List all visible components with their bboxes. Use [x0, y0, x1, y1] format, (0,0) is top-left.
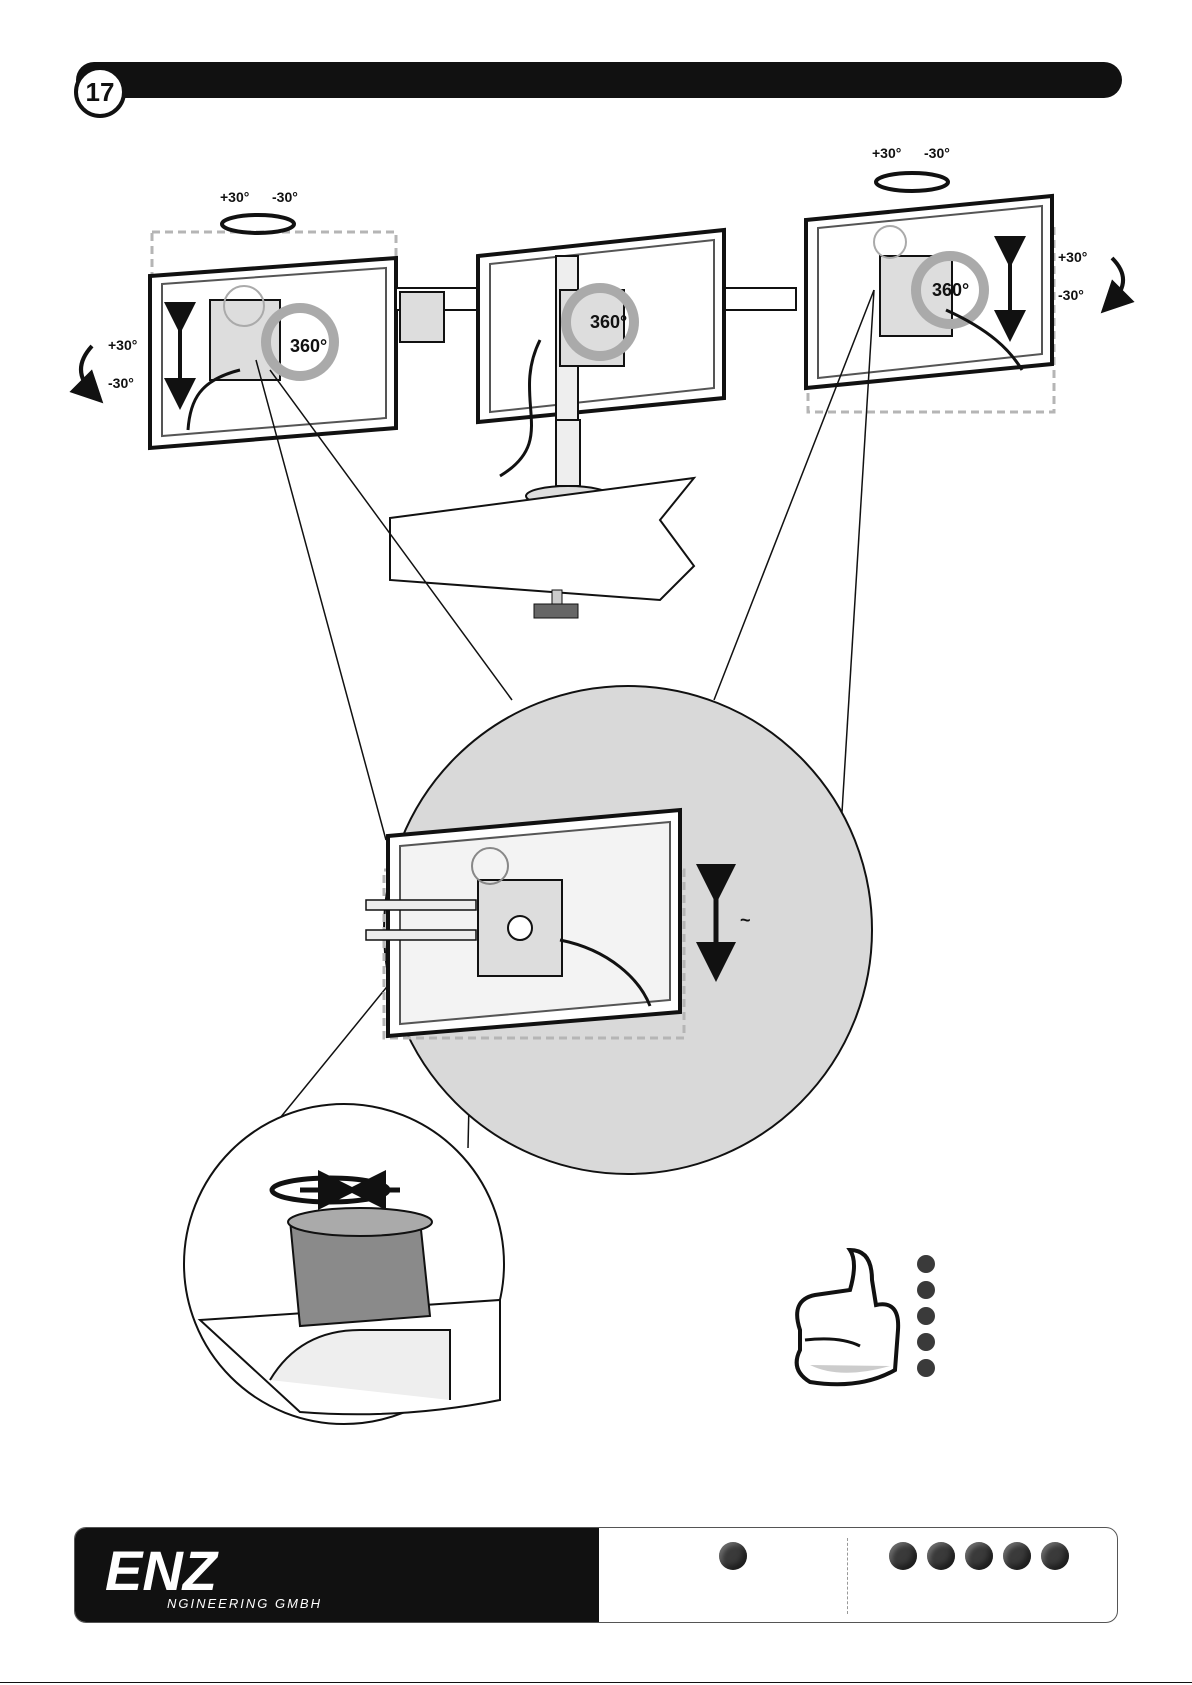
tip-bullets — [917, 1255, 935, 1377]
center-swivel-label: 360° — [590, 312, 627, 332]
right-monitor — [806, 196, 1123, 412]
footer-dot-2 — [927, 1542, 955, 1570]
top-left-rot-plus-label: +30° — [220, 189, 249, 205]
top-left-rot-minus-label: -30° — [272, 189, 298, 205]
left-tilt-plus-label: +30° — [108, 337, 137, 353]
left-swivel-label: 360° — [290, 336, 327, 356]
footer-divider — [847, 1538, 848, 1614]
top-left-rotation-icon — [222, 215, 294, 233]
right-tilt-minus-label: -30° — [1058, 287, 1084, 303]
footer-single-dot — [719, 1542, 747, 1570]
enz-logo: ENZ NGINEERING GMBH — [75, 1528, 599, 1623]
top-right-rot-minus-label: -30° — [924, 145, 950, 161]
left-tilt-minus-label: -30° — [108, 375, 134, 391]
zoom-circle-large — [366, 686, 872, 1174]
zoom-circle-small — [184, 1104, 504, 1424]
top-right-rot-plus-label: +30° — [872, 145, 901, 161]
thumbs-up-icon — [797, 1250, 898, 1384]
footer-dot-1 — [889, 1542, 917, 1570]
footer-dot-5 — [1041, 1542, 1069, 1570]
top-right-rotation-icon — [876, 173, 948, 191]
height-adjust-label: ~ — [740, 910, 751, 930]
logo-sub-text: NGINEERING GMBH — [167, 1596, 322, 1611]
right-tilt-plus-label: +30° — [1058, 249, 1087, 265]
footer-logo-area: ENZ NGINEERING GMBH — [75, 1528, 599, 1622]
footer-dot-3 — [965, 1542, 993, 1570]
page-bottom-rule — [0, 1682, 1192, 1683]
logo-main-text: ENZ — [105, 1539, 219, 1602]
footer-dot-4 — [1003, 1542, 1031, 1570]
center-monitor — [390, 230, 796, 618]
right-swivel-label: 360° — [932, 280, 969, 300]
footer-panel: ENZ NGINEERING GMBH — [74, 1527, 1118, 1623]
